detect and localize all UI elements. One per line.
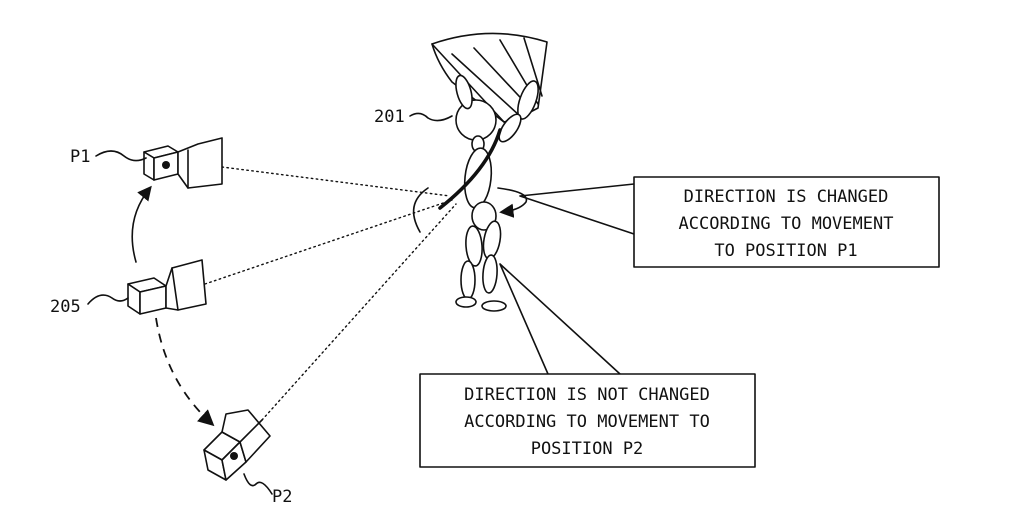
p2-leader-line bbox=[243, 473, 273, 495]
callout-changed-line3: TO POSITION P1 bbox=[714, 241, 857, 261]
sight-line-205 bbox=[204, 199, 453, 285]
camera-p1: P1 bbox=[70, 137, 223, 189]
p2-label: P2 bbox=[272, 487, 292, 507]
camera-p2-lens bbox=[230, 452, 238, 460]
player-arm-left bbox=[455, 74, 473, 110]
player-thigh-left bbox=[465, 225, 483, 267]
callout-not-changed-line3: POSITION P2 bbox=[531, 439, 644, 459]
camera-205: 205 bbox=[50, 259, 207, 317]
camera-205-label: 205 bbox=[50, 297, 81, 317]
player-foot-left bbox=[455, 296, 477, 308]
callout-changed-pointer bbox=[519, 183, 635, 235]
player-forearm-right bbox=[498, 113, 522, 143]
angle-arc bbox=[412, 187, 429, 233]
sight-line-p2 bbox=[261, 203, 457, 421]
golf-club bbox=[438, 128, 502, 210]
callout-direction-changed: DIRECTION IS CHANGED ACCORDING TO MOVEME… bbox=[519, 176, 940, 268]
camera-p1-lens bbox=[162, 161, 170, 169]
camera-p2: P2 bbox=[203, 409, 292, 507]
player-ref-label: 201 bbox=[374, 107, 405, 127]
player-shin-left bbox=[460, 260, 476, 300]
move-arrow-to-p1 bbox=[131, 185, 152, 263]
player-character: 201 bbox=[374, 32, 548, 312]
player-leader-line bbox=[409, 112, 453, 122]
p1-label: P1 bbox=[70, 147, 90, 167]
player-foot-right bbox=[481, 300, 507, 312]
callout-direction-not-changed: DIRECTION IS NOT CHANGED ACCORDING TO MO… bbox=[419, 263, 756, 468]
callout-changed-line2: ACCORDING TO MOVEMENT bbox=[679, 214, 894, 234]
player-shin-right bbox=[482, 254, 498, 294]
player-head bbox=[455, 99, 497, 141]
callout-not-changed-line2: ACCORDING TO MOVEMENT TO bbox=[464, 412, 710, 432]
camera-205-leader-line bbox=[87, 294, 129, 305]
sight-lines bbox=[204, 166, 457, 421]
callout-not-changed-line1: DIRECTION IS NOT CHANGED bbox=[464, 385, 710, 405]
callout-changed-line1: DIRECTION IS CHANGED bbox=[684, 187, 889, 207]
rotation-arc bbox=[497, 187, 528, 218]
move-arrow-to-p2 bbox=[155, 317, 215, 427]
sight-line-p1 bbox=[221, 166, 451, 197]
callout-not-changed-pointer bbox=[499, 263, 621, 375]
p1-leader-line bbox=[95, 150, 147, 162]
